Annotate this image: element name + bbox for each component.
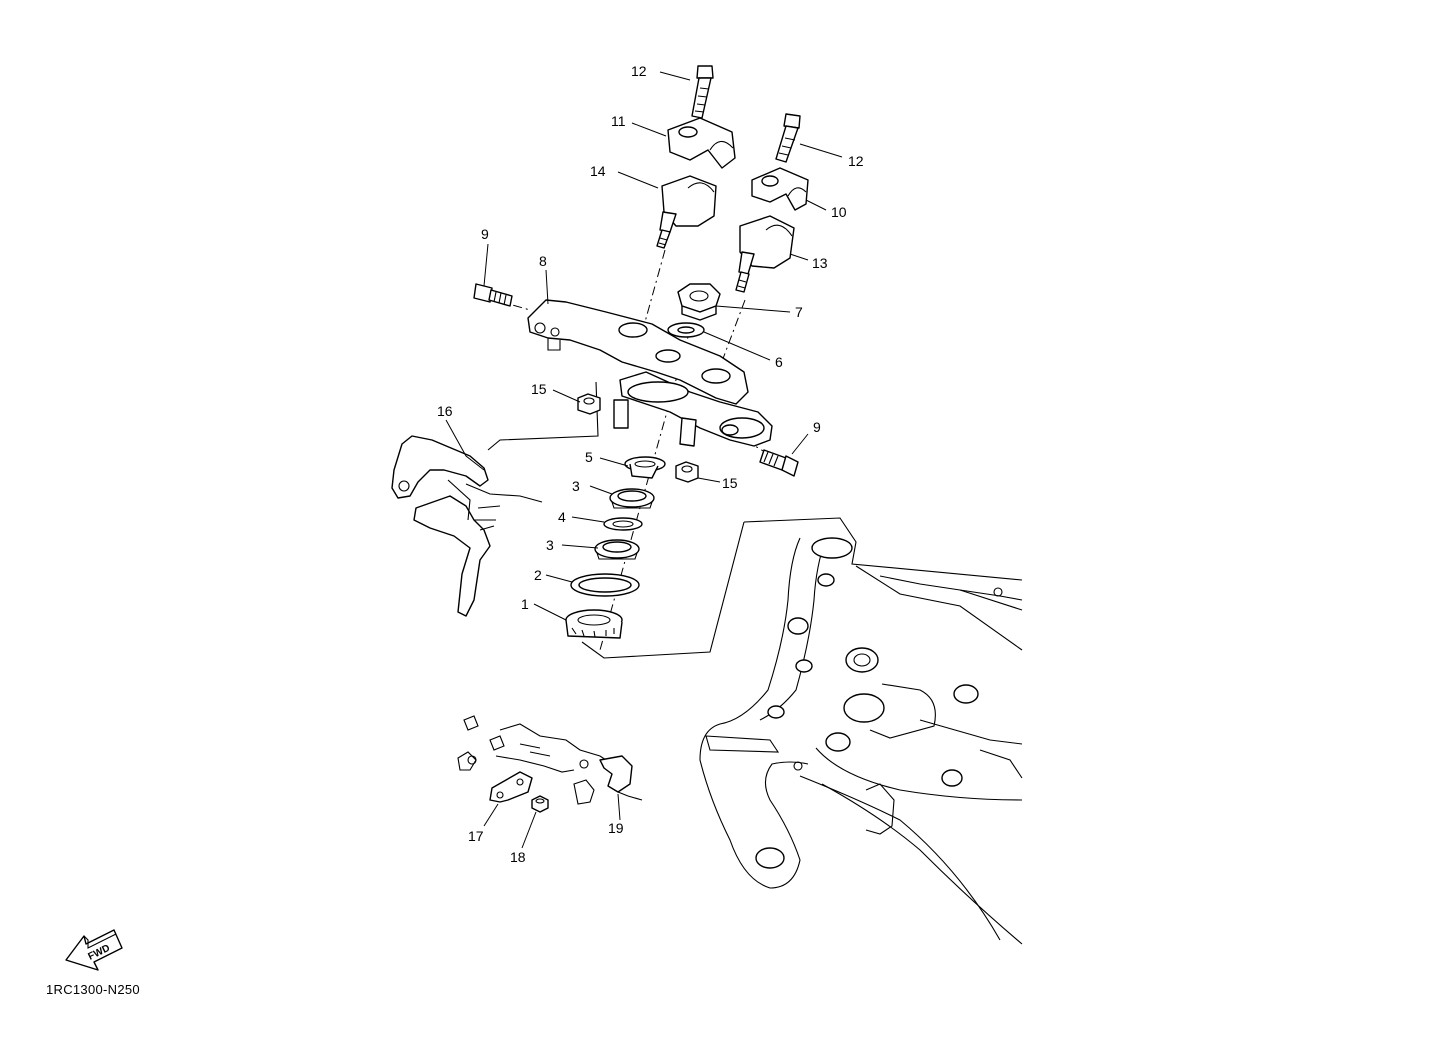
part-11-handlebar-upper-holder-left	[667, 117, 736, 169]
part-10-handlebar-upper-holder-right	[751, 167, 809, 211]
callout-15-lower: 15	[722, 475, 738, 491]
part-2-dust-seal	[570, 573, 640, 597]
part-6-washer	[667, 322, 705, 338]
lower-bracket-yoke	[487, 371, 773, 451]
part-12-bolt-left	[691, 65, 714, 119]
part-9-bolt-lower	[759, 449, 799, 477]
callout-12-upper: 12	[631, 63, 647, 79]
callout-3-lower: 3	[546, 537, 554, 553]
callout-9-upper: 9	[481, 226, 489, 242]
callout-labels: 12 11 14 12 10 13 9 8 7 6 15 16 9 5 15 3…	[437, 63, 864, 865]
callout-19: 19	[608, 820, 624, 836]
callout-11: 11	[611, 113, 626, 129]
part-18-nut	[531, 795, 549, 813]
part-15-nut-upper	[577, 393, 601, 415]
callout-5: 5	[585, 449, 593, 465]
part-14-handlebar-lower-holder-left	[656, 175, 717, 249]
part-3-bearing-lower	[594, 539, 640, 560]
callout-10: 10	[831, 204, 847, 220]
part-12-bolt-right	[775, 113, 801, 163]
callout-15-upper: 15	[531, 381, 547, 397]
part-15-nut-lower	[675, 461, 699, 483]
part-3-bearing-upper	[609, 488, 655, 509]
part-1-bearing-race	[565, 609, 623, 639]
part-5-collar	[624, 456, 666, 479]
part-13-handlebar-lower-holder-right	[735, 215, 795, 293]
part-8-upper-bracket	[527, 299, 749, 405]
part-16-bracket	[391, 435, 543, 617]
callout-9-lower: 9	[813, 419, 821, 435]
part-17-plate	[489, 771, 533, 803]
callout-17: 17	[468, 828, 484, 844]
callout-1: 1	[521, 596, 529, 612]
callout-2: 2	[534, 567, 542, 583]
callout-4: 4	[558, 509, 566, 525]
callout-18: 18	[510, 849, 526, 865]
part-4-seal	[603, 517, 643, 531]
callout-7: 7	[795, 304, 803, 320]
callout-8: 8	[539, 253, 547, 269]
callout-14: 14	[590, 163, 606, 179]
callout-13: 13	[812, 255, 828, 271]
part-7-steering-nut	[677, 283, 721, 321]
frame-head-pipe-outline	[581, 517, 1023, 945]
callout-16: 16	[437, 403, 453, 419]
part-19-stay	[599, 755, 643, 801]
callout-6: 6	[775, 354, 783, 370]
drawing-code: 1RC1300-N250	[46, 982, 140, 997]
fwd-arrow-icon: FWD	[65, 929, 123, 971]
callout-12-right: 12	[848, 153, 864, 169]
part-9-bolt-upper	[473, 283, 513, 307]
callout-3-upper: 3	[572, 478, 580, 494]
bracket-subassembly-outline	[457, 715, 607, 805]
leader-lines	[445, 71, 843, 849]
